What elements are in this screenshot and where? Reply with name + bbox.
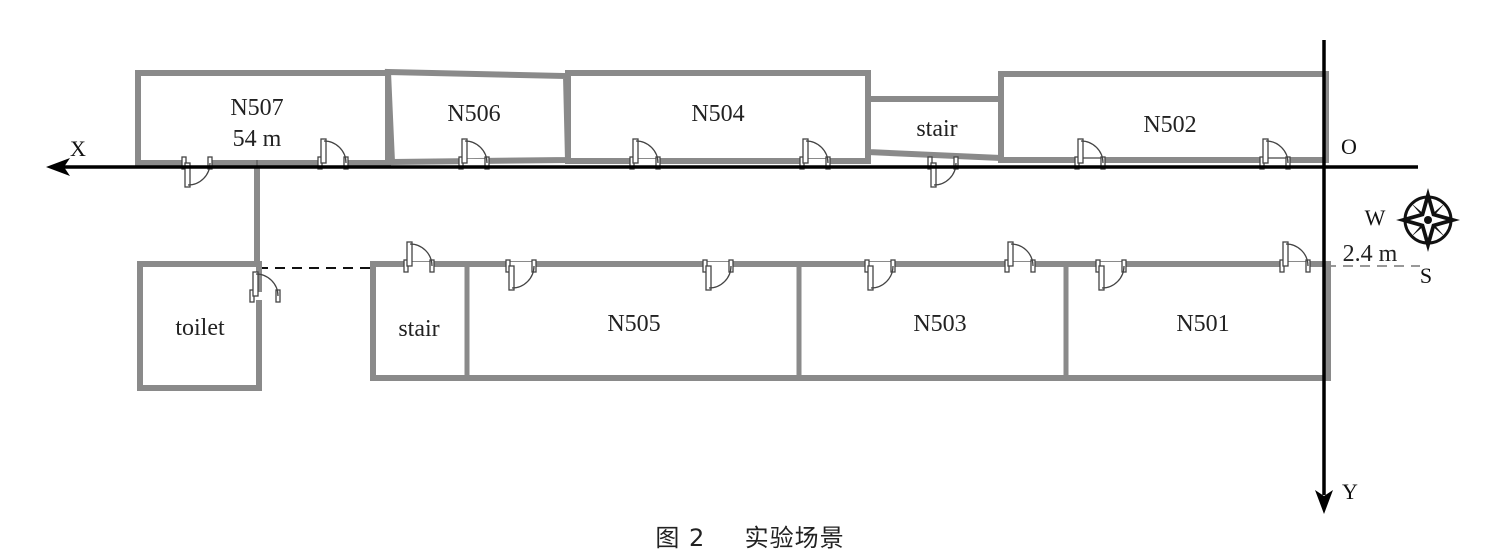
figure-number: 图 2 [655, 524, 706, 552]
room-toilet-outline [137, 261, 262, 391]
coordinate-axes [46, 40, 1418, 514]
door-icon [403, 241, 435, 273]
door-icon [927, 156, 959, 188]
dimension-width-label: 2.4 m [1343, 241, 1398, 267]
doors-north [181, 138, 1291, 188]
door-icon [1279, 241, 1311, 273]
north-rooms [135, 68, 1329, 166]
door-icon [1004, 241, 1036, 273]
room-label-n501: N501 [1176, 311, 1229, 337]
room-label-n506: N506 [447, 101, 500, 127]
door-icon [505, 259, 537, 291]
x-axis-arrow [46, 158, 70, 176]
south-rooms [137, 261, 1331, 391]
door-icon [702, 259, 734, 291]
compass-icon [1396, 188, 1460, 252]
door-icon [249, 271, 281, 303]
room-label-n505: N505 [607, 311, 660, 337]
compass-west-label: W [1365, 205, 1386, 230]
room-n502-outline [998, 71, 1329, 163]
compass-south-label: S [1420, 263, 1432, 288]
door-icon [317, 138, 349, 170]
room-label-stair-south: stair [398, 316, 439, 342]
door-icon [864, 259, 896, 291]
room-label-n503: N503 [913, 311, 966, 337]
door-icon [181, 156, 213, 188]
door-icon [1259, 138, 1291, 170]
door-icon [1074, 138, 1106, 170]
door-icon [629, 138, 661, 170]
door-icon [458, 138, 490, 170]
room-label-n502: N502 [1143, 112, 1196, 138]
room-label-n507: N507 [230, 95, 283, 121]
y-axis-label: Y [1342, 479, 1358, 504]
doors-south [249, 241, 1311, 303]
door-icon [799, 138, 831, 170]
figure-caption: 图 2 实验场景 [0, 518, 1500, 553]
y-axis-arrow [1315, 490, 1333, 514]
room-label-toilet: toilet [175, 315, 225, 341]
figure-title: 实验场景 [744, 524, 845, 552]
south-block-outline [370, 261, 1331, 381]
x-axis-label: X [70, 136, 86, 161]
room-label-n504: N504 [691, 101, 744, 127]
room-label-stair-north: stair [916, 116, 957, 142]
door-icon [1095, 259, 1127, 291]
origin-label: O [1341, 134, 1357, 159]
dimension-length-label: 54 m [233, 126, 282, 152]
